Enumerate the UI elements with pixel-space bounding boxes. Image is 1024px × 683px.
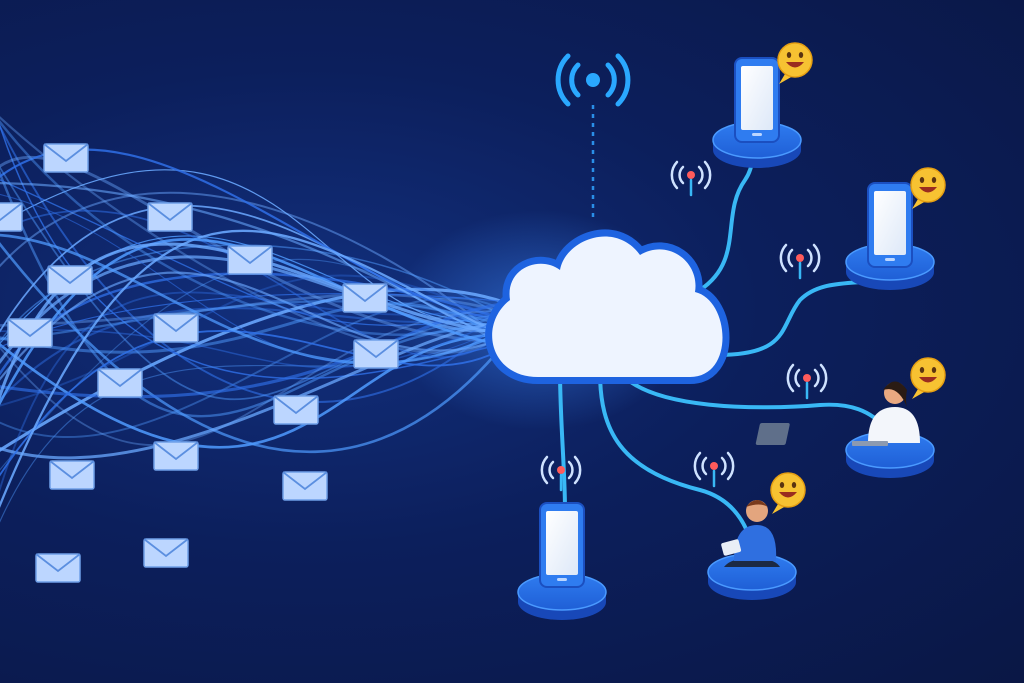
data-stream-line bbox=[0, 310, 506, 446]
envelope-icon bbox=[147, 202, 193, 232]
device-nodes bbox=[517, 42, 946, 620]
smiling-emoji-icon bbox=[770, 472, 806, 514]
data-stream-line bbox=[0, 287, 507, 452]
cloud-icon bbox=[485, 229, 730, 384]
data-stream-line bbox=[0, 229, 507, 509]
envelope-icon bbox=[273, 395, 319, 425]
data-stream-line bbox=[0, 316, 506, 369]
envelope-icon bbox=[43, 143, 89, 173]
smiling-emoji-icon bbox=[910, 167, 946, 209]
data-stream-line bbox=[0, 320, 507, 460]
smiling-emoji-icon bbox=[777, 42, 813, 84]
data-stream-line bbox=[0, 238, 507, 406]
connection-cables bbox=[558, 148, 890, 547]
smartphone-icon bbox=[734, 57, 780, 143]
envelope-icon bbox=[153, 441, 199, 471]
envelope-icon bbox=[342, 283, 388, 313]
data-stream-line bbox=[0, 242, 507, 401]
signal-tower-icon bbox=[786, 363, 828, 400]
envelope-icon bbox=[35, 553, 81, 583]
smiling-emoji-icon bbox=[910, 357, 946, 399]
signal-tower-icon bbox=[779, 243, 821, 280]
data-stream-line bbox=[0, 244, 506, 343]
data-stream-line bbox=[0, 274, 507, 407]
envelope-icon bbox=[143, 538, 189, 568]
data-stream-line bbox=[0, 210, 506, 358]
data-stream-line bbox=[0, 119, 507, 336]
envelope-icon bbox=[353, 339, 399, 369]
envelope-icon bbox=[47, 265, 93, 295]
device-node bbox=[707, 472, 806, 600]
data-stream-line bbox=[0, 233, 507, 365]
device-node bbox=[755, 357, 946, 478]
email-envelopes bbox=[0, 143, 399, 583]
wifi-broadcast-icon bbox=[555, 53, 631, 107]
device-node bbox=[517, 502, 607, 620]
signal-tower-icon bbox=[670, 160, 712, 197]
data-stream-line bbox=[0, 182, 507, 347]
envelope-icon bbox=[97, 368, 143, 398]
signal-tower-icon bbox=[693, 451, 735, 488]
device-node bbox=[845, 167, 946, 290]
person-with-tablet-icon bbox=[721, 500, 780, 567]
signal-towers bbox=[540, 160, 828, 492]
envelope-icon bbox=[7, 318, 53, 348]
data-stream-line bbox=[0, 333, 507, 449]
envelope-icon bbox=[282, 471, 328, 501]
person-with-laptop-icon bbox=[755, 381, 920, 446]
data-stream-line bbox=[0, 271, 507, 382]
data-stream-line bbox=[0, 169, 506, 325]
envelope-icon bbox=[227, 245, 273, 275]
envelope-icon bbox=[49, 460, 95, 490]
data-stream-line bbox=[0, 296, 506, 439]
smartphone-icon bbox=[539, 502, 585, 588]
device-node bbox=[712, 42, 813, 168]
data-stream-line bbox=[0, 123, 506, 380]
signal-tower-icon bbox=[540, 455, 582, 492]
envelope-icon bbox=[0, 202, 23, 232]
data-stream-line bbox=[0, 329, 506, 477]
smartphone-icon bbox=[867, 182, 913, 268]
envelope-icon bbox=[153, 313, 199, 343]
